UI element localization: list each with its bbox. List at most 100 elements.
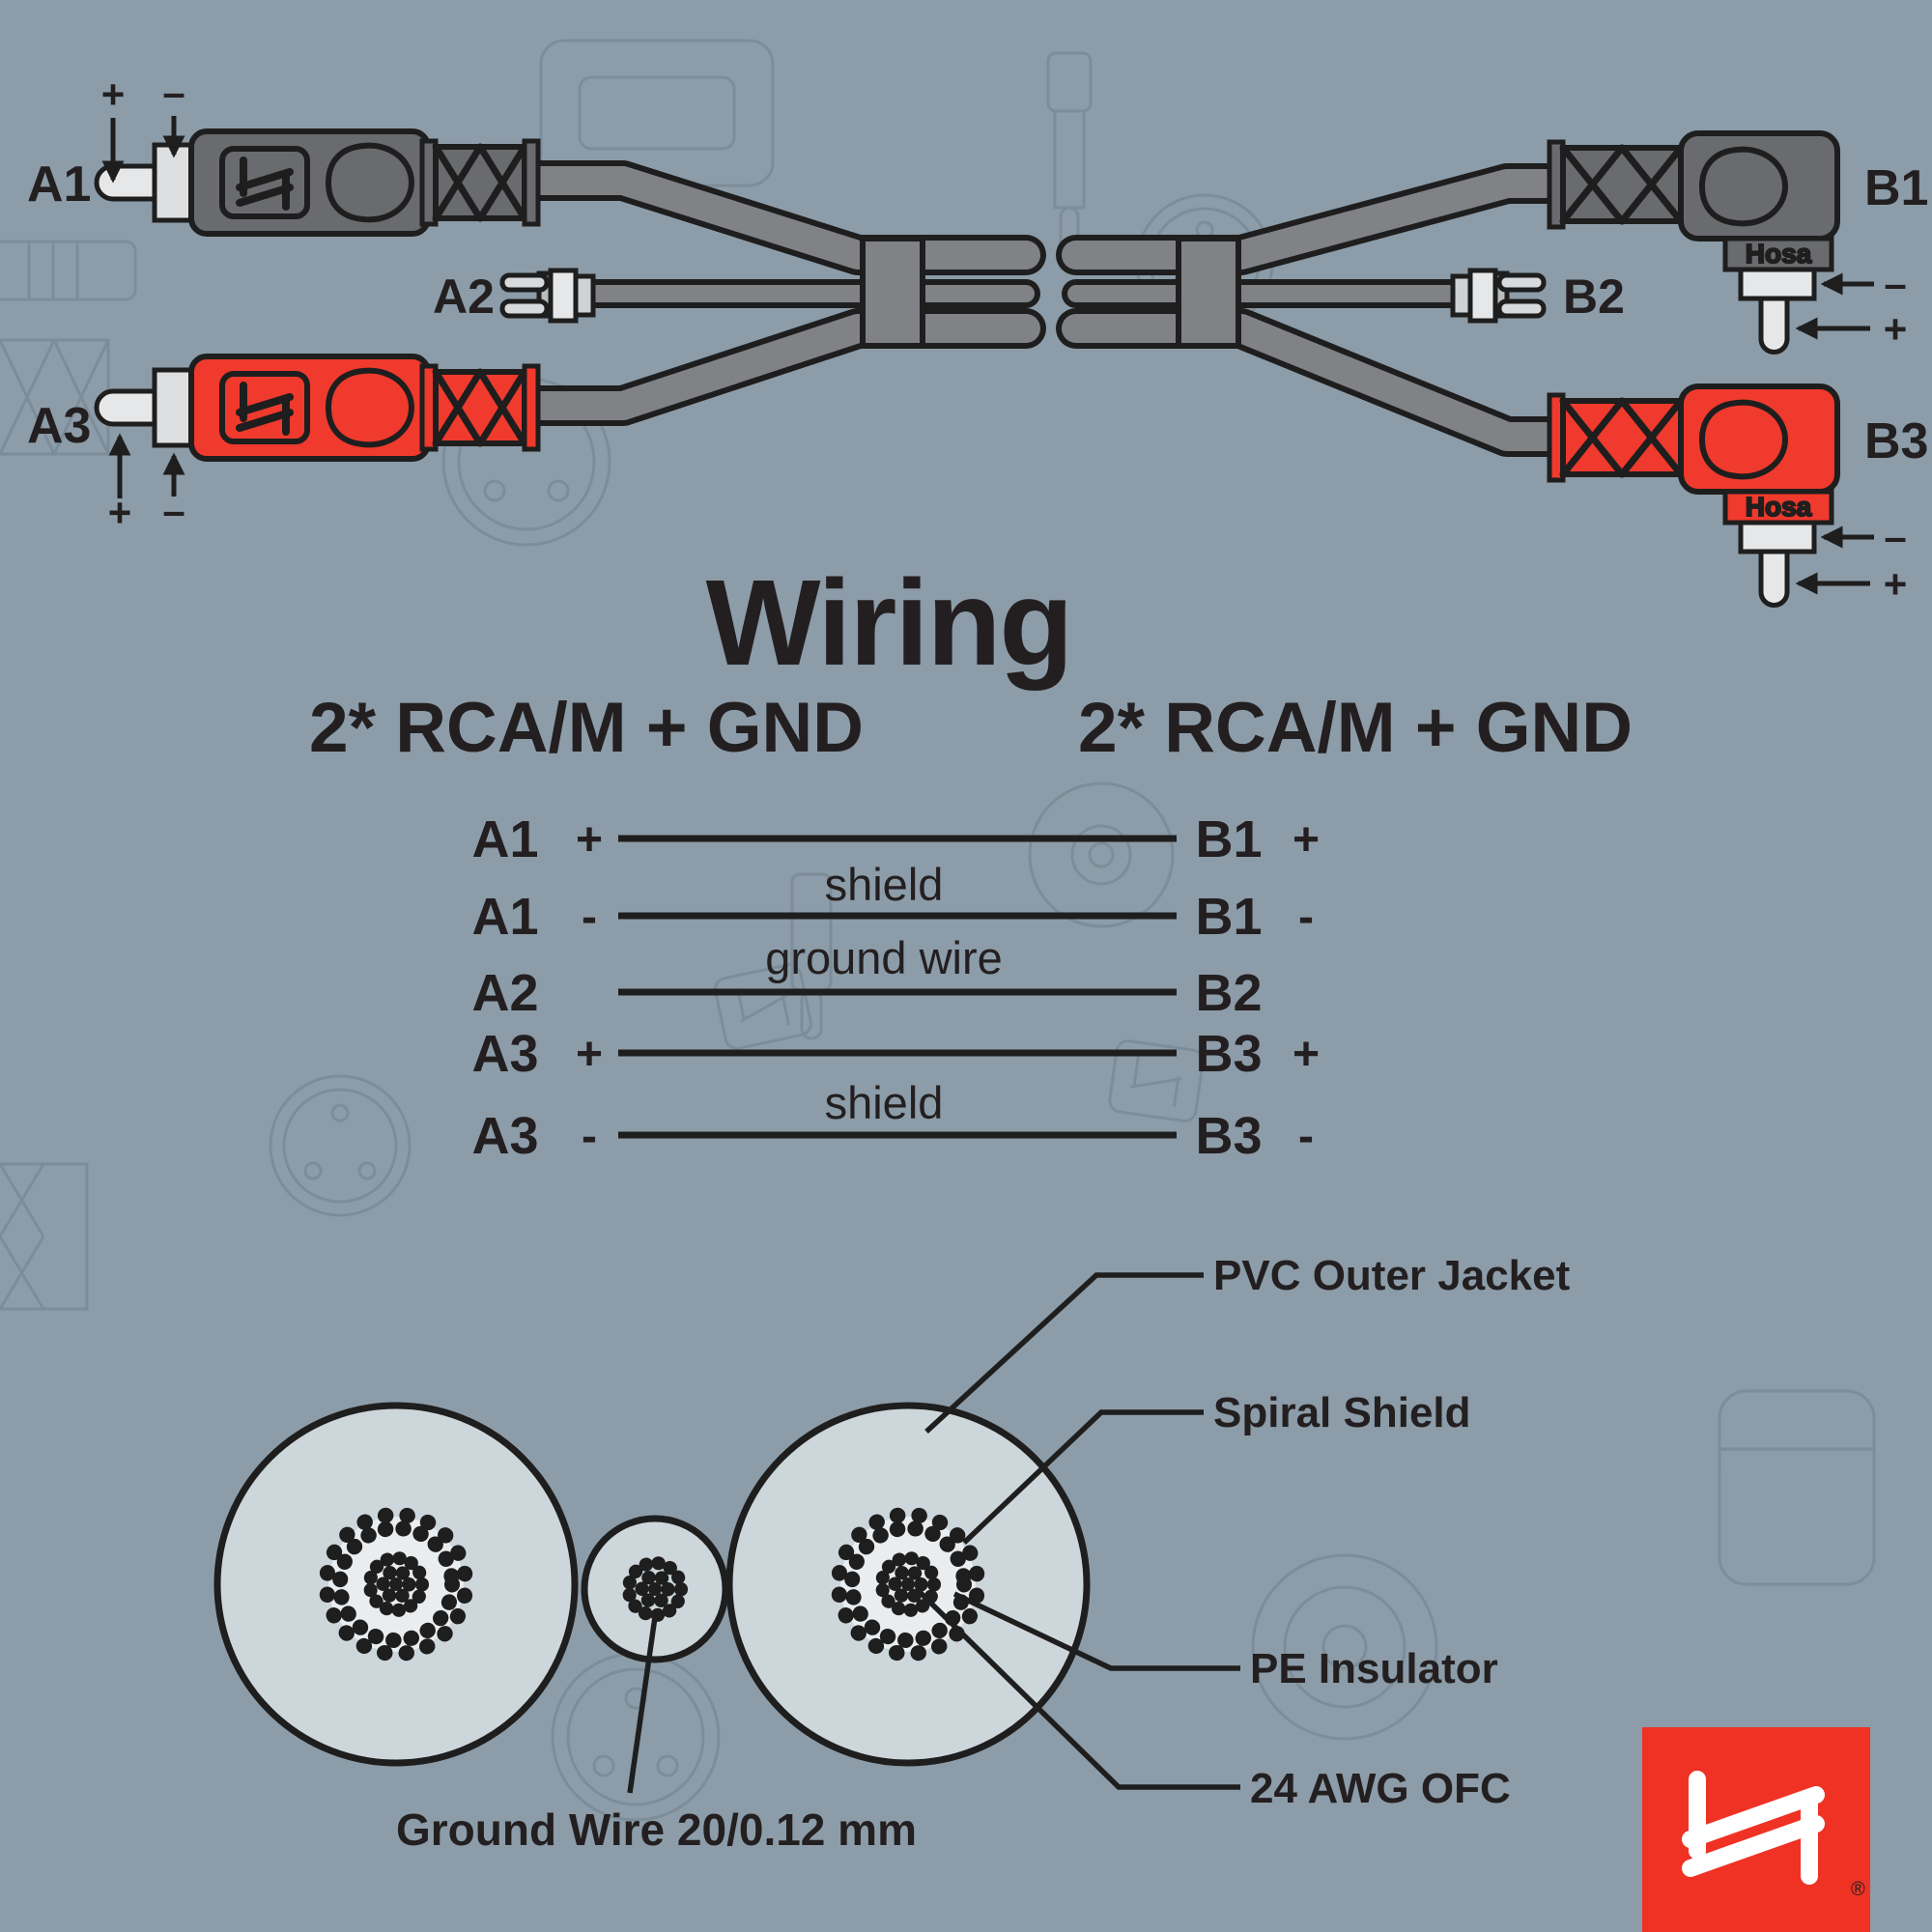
- label-ground-wire: Ground Wire 20/0.12 mm: [396, 1804, 917, 1855]
- wiring-diagram: Wiring 2* RCA/M + GND 2* RCA/M + GND A1 …: [309, 554, 1633, 1165]
- spiral-shield-dots: [844, 1520, 972, 1648]
- spade-prong: [1496, 272, 1547, 293]
- row-a-label: A2: [471, 964, 538, 1022]
- callout-line-awg: [918, 1590, 1240, 1790]
- row-b-label: B2: [1195, 964, 1262, 1022]
- callout-lines: [627, 1272, 1240, 1794]
- braid-crosshatch-icon: [432, 368, 528, 447]
- rca-connector-a1: [94, 128, 541, 237]
- rca-tip: [94, 163, 159, 202]
- wiring-row: A1 + B1 +: [471, 810, 1320, 868]
- row-a-sign: -: [582, 892, 597, 943]
- cross-section-conductor-left: [213, 1402, 579, 1767]
- wire-note: ground wire: [765, 932, 1003, 983]
- rca-collar: [152, 142, 196, 223]
- row-a-sign: +: [576, 814, 603, 866]
- row-b-sign: -: [1298, 892, 1314, 943]
- plus-sign: +: [1884, 561, 1908, 607]
- minus-sign: –: [1884, 261, 1906, 306]
- label-pvc-outer-jacket: PVC Outer Jacket: [1213, 1252, 1571, 1299]
- minus-sign: –: [1884, 514, 1906, 559]
- cable-bundle-band-right: [1176, 236, 1241, 349]
- wiring-row: shield A1 - B1 -: [471, 859, 1314, 946]
- hosa-h-icon: [219, 146, 310, 219]
- row-a-label: A3: [471, 1107, 538, 1165]
- spade-ferrule: [1467, 268, 1498, 324]
- minus-sign: –: [162, 488, 185, 533]
- label-pe-insulator: PE Insulator: [1250, 1645, 1498, 1692]
- plus-sign: +: [101, 71, 126, 117]
- strain-relief-braid: [433, 369, 527, 446]
- row-a-sign: -: [582, 1111, 597, 1162]
- spade-crimp: [1450, 273, 1473, 318]
- xlr-silhouette-icon: [551, 1652, 721, 1822]
- spade-terminal-b2: [1450, 268, 1547, 324]
- row-b-label: B3: [1195, 1107, 1262, 1165]
- wire-note: shield: [825, 1077, 944, 1128]
- row-b-label: B3: [1195, 1025, 1262, 1083]
- hosa-logo-background: [1642, 1727, 1870, 1932]
- thumb-grip-icon: [1698, 146, 1789, 227]
- conductor-strands: [875, 1551, 941, 1617]
- spade-crimp: [573, 273, 596, 318]
- hosa-h-mark-icon: [1682, 1771, 1825, 1885]
- rca-collar: [1738, 267, 1817, 301]
- row-a-sign: +: [576, 1029, 603, 1080]
- connector-label-b1: B1: [1864, 160, 1928, 216]
- cable-b1: [1062, 169, 1576, 270]
- label-spiral-shield: Spiral Shield: [1213, 1389, 1471, 1436]
- spade-prong: [1496, 298, 1547, 319]
- spade-prong: [499, 298, 550, 319]
- braid-crosshatch-icon: [432, 143, 528, 222]
- callout-line-spiral: [962, 1409, 1204, 1545]
- cable-a3: [524, 314, 1040, 420]
- rca-connector-b3: Hosa: [1547, 384, 1840, 608]
- plug-silhouette-icon: [0, 240, 137, 301]
- cable-a1: [524, 166, 1040, 270]
- braid-silhouette-icon: [0, 1162, 89, 1311]
- rca-tip: [94, 388, 159, 427]
- hosa-imprint: Hosa: [1746, 492, 1812, 522]
- hosa-h-icon: [219, 371, 310, 444]
- speaker-silhouette-icon: [1251, 1553, 1438, 1741]
- row-b-label: B1: [1195, 810, 1262, 868]
- row-b-sign: -: [1298, 1111, 1314, 1162]
- polarity-b1: – +: [1795, 261, 1908, 352]
- section-title: Wiring: [706, 554, 1072, 691]
- row-a-label: A1: [471, 888, 538, 946]
- registered-mark: ®: [1851, 1879, 1865, 1900]
- cable-bundle-band-left: [860, 236, 925, 349]
- polarity-a3: + –: [108, 433, 185, 535]
- rca-tip: [1758, 296, 1790, 355]
- cross-section-ground-wire: [581, 1515, 729, 1663]
- callout-line-ground: [627, 1616, 658, 1794]
- hosa-imprint-band: [1722, 489, 1834, 526]
- spade-terminal-a2: [499, 268, 596, 324]
- thumb-grip-icon: [325, 142, 415, 223]
- braid-crosshatch-icon: [1559, 397, 1685, 478]
- cable-b3: [1062, 314, 1576, 451]
- rca-connector-a3: [94, 354, 541, 462]
- rca-collar: [152, 367, 196, 448]
- row-a-label: A3: [471, 1025, 538, 1083]
- wiring-row: shield A3 - B3 -: [471, 1077, 1314, 1165]
- row-b-label: B1: [1195, 888, 1262, 946]
- rca-connector-b1: Hosa: [1547, 130, 1840, 355]
- cable-illustration: + – A1 A2: [27, 70, 1928, 608]
- polarity-a1: + –: [101, 70, 185, 184]
- strain-relief-braid: [433, 144, 527, 221]
- polarity-b3: – +: [1795, 514, 1908, 607]
- cables: [524, 166, 1576, 451]
- row-b-sign: +: [1293, 1029, 1320, 1080]
- braid-crosshatch-icon: [1559, 144, 1685, 225]
- bnc-silhouette-icon: [1028, 781, 1175, 928]
- spiral-shield-dots: [332, 1520, 460, 1648]
- strain-relief-braid: [1560, 398, 1684, 477]
- right-cable-end-header: 2* RCA/M + GND: [1078, 689, 1633, 767]
- conductor-strands: [622, 1556, 688, 1622]
- plus-sign: +: [1884, 306, 1908, 352]
- cross-section-conductor-right: [725, 1402, 1091, 1767]
- label-24awg-ofc: 24 AWG OFC: [1250, 1765, 1511, 1812]
- left-cable-end-header: 2* RCA/M + GND: [309, 689, 864, 767]
